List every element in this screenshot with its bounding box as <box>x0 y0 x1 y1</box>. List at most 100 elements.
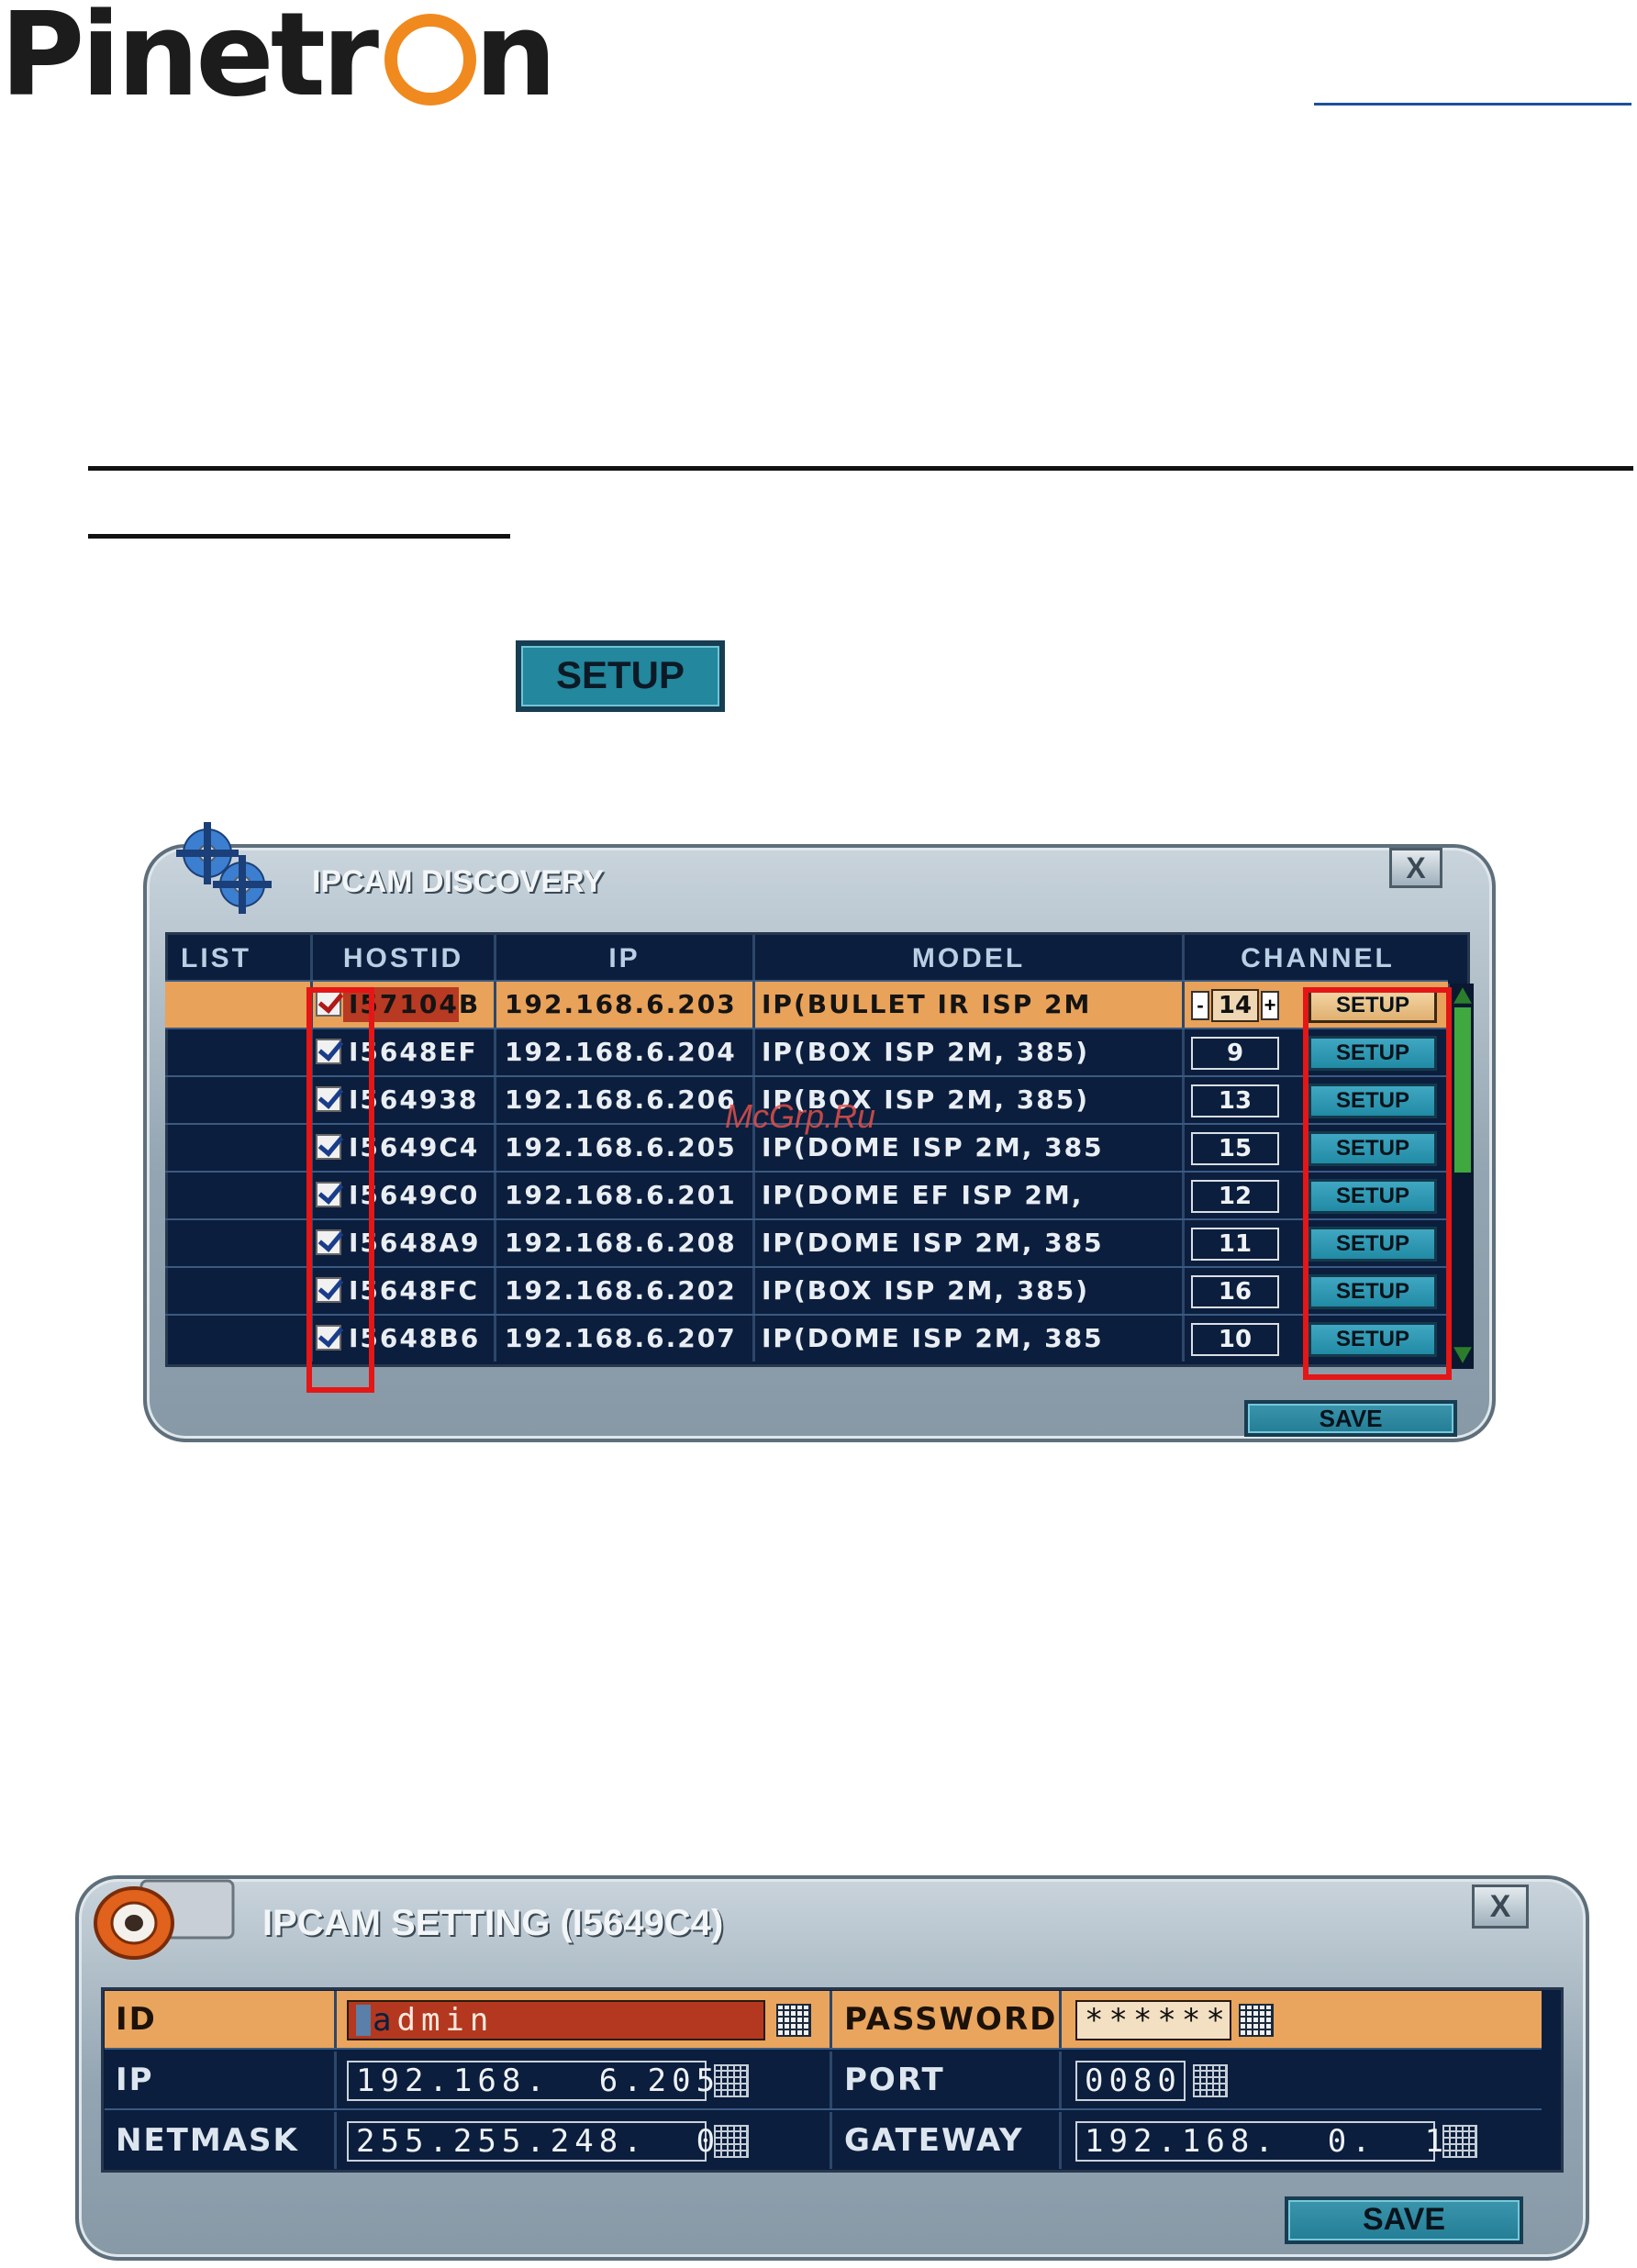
channel-field[interactable]: 12 <box>1191 1180 1279 1213</box>
id-field[interactable]: admin <box>347 2000 765 2040</box>
list-label: LIST <box>168 935 313 983</box>
checkbox[interactable] <box>316 1039 341 1064</box>
column-divider <box>1182 1220 1185 1266</box>
checkbox[interactable] <box>316 1277 341 1303</box>
row-setup-button[interactable]: SETUP <box>1308 1036 1437 1071</box>
column-divider <box>752 1173 755 1218</box>
setting-row-netmask: NETMASK 255.255.248. 0 GATEWAY 192.168. … <box>105 2112 1542 2171</box>
model-cell: IP(BOX ISP 2M, 385) <box>762 1037 1090 1067</box>
ip-label: IP <box>116 2062 154 2098</box>
text-caret <box>356 2005 371 2036</box>
channel-increment-button[interactable]: + <box>1261 991 1279 1020</box>
port-field[interactable]: 0080 <box>1075 2061 1186 2101</box>
column-divider <box>494 1268 496 1314</box>
setting-row-id: ID admin PASSWORD ****** <box>105 1991 1542 2050</box>
setup-button-sample[interactable]: SETUP <box>516 640 725 712</box>
channel-decrement-button[interactable]: - <box>1191 991 1209 1020</box>
column-divider <box>494 982 496 1028</box>
row-setup-button[interactable]: SETUP <box>1308 1131 1437 1166</box>
keyboard-icon[interactable] <box>776 2004 811 2037</box>
col-header-ip[interactable]: IP <box>496 935 755 983</box>
channel-field[interactable]: 15 <box>1191 1132 1279 1165</box>
keyboard-icon[interactable] <box>1239 2004 1274 2037</box>
keyboard-icon[interactable] <box>1442 2125 1477 2158</box>
column-divider <box>1182 1125 1185 1171</box>
checkbox[interactable] <box>316 1229 341 1255</box>
checkbox-column-highlight <box>306 987 374 1393</box>
model-cell: IP(DOME ISP 2M, 385 <box>762 1323 1104 1353</box>
header-rule <box>1314 103 1631 106</box>
ip-cell: 192.168.6.205 <box>505 1132 737 1162</box>
id-value: dmin <box>396 2002 495 2039</box>
scroll-down-icon[interactable] <box>1453 1347 1472 1363</box>
ip-cell: 192.168.6.204 <box>505 1037 737 1067</box>
column-divider <box>752 982 755 1028</box>
netmask-label: NETMASK <box>116 2122 299 2159</box>
id-first-char: a <box>373 2002 397 2039</box>
ip-cell: 192.168.6.202 <box>505 1275 737 1306</box>
password-field[interactable]: ****** <box>1075 2000 1231 2040</box>
logo-text: Pinetr <box>0 0 379 122</box>
column-divider <box>1182 1268 1185 1314</box>
discovery-title: IPCAM DISCOVERY <box>312 864 605 899</box>
col-header-channel[interactable]: CHANNEL <box>1241 943 1395 973</box>
column-divider <box>752 1125 755 1171</box>
ip-cell: 192.168.6.203 <box>505 989 737 1019</box>
setting-title: IPCAM SETTING (I5649C4) <box>262 1903 724 1943</box>
row-setup-button[interactable]: SETUP <box>1308 1322 1437 1357</box>
row-setup-button[interactable]: SETUP <box>1308 1274 1437 1309</box>
netmask-field[interactable]: 255.255.248. 0 <box>347 2121 715 2162</box>
column-divider <box>1182 1173 1185 1218</box>
logo-o-ring <box>377 5 477 106</box>
discovery-save-button[interactable]: SAVE <box>1244 1400 1457 1437</box>
col-header-model[interactable]: MODEL <box>755 935 1185 983</box>
row-setup-button[interactable]: SETUP <box>1308 1227 1437 1262</box>
discovery-close-button[interactable]: X <box>1389 848 1442 888</box>
discovery-scrollbar[interactable] <box>1448 984 1474 1369</box>
channel-field[interactable]: 9 <box>1191 1037 1279 1070</box>
column-divider <box>494 1077 496 1123</box>
camera-icon <box>94 1879 235 1960</box>
keyboard-icon[interactable] <box>1193 2064 1228 2097</box>
model-cell: IP(BOX ISP 2M, 385) <box>762 1275 1090 1306</box>
channel-field[interactable]: 13 <box>1191 1084 1279 1117</box>
column-divider <box>752 1268 755 1314</box>
channel-field[interactable]: 16 <box>1191 1275 1279 1308</box>
column-divider <box>1182 982 1185 1028</box>
col-header-hostid[interactable]: HOSTID <box>313 935 496 983</box>
checkbox[interactable] <box>316 1134 341 1160</box>
channel-field[interactable]: 14 <box>1211 989 1259 1022</box>
channel-field[interactable]: 11 <box>1191 1228 1279 1261</box>
checkbox[interactable] <box>316 1086 341 1112</box>
row-setup-button[interactable]: SETUP <box>1308 1084 1437 1118</box>
row-setup-button[interactable]: SETUP <box>1308 1179 1437 1214</box>
password-label: PASSWORD <box>844 2001 1058 2038</box>
checkbox[interactable] <box>316 1182 341 1207</box>
scroll-up-icon[interactable] <box>1453 987 1472 1004</box>
model-cell: IP(BOX ISP 2M, 385) <box>762 1084 1090 1115</box>
column-divider <box>494 1220 496 1266</box>
column-divider <box>494 1125 496 1171</box>
column-divider <box>494 1316 496 1362</box>
channel-field[interactable]: 10 <box>1191 1323 1279 1356</box>
ip-field[interactable]: 192.168. 6.205 <box>347 2061 715 2101</box>
checkbox[interactable] <box>316 1325 341 1351</box>
model-cell: IP(DOME ISP 2M, 385 <box>762 1132 1104 1162</box>
setting-save-button[interactable]: SAVE <box>1285 2196 1523 2244</box>
keyboard-icon[interactable] <box>714 2064 749 2097</box>
gateway-field[interactable]: 192.168. 0. 1 <box>1075 2121 1443 2162</box>
row-setup-button[interactable]: SETUP <box>1308 988 1437 1023</box>
setting-close-button[interactable]: X <box>1472 1884 1529 1929</box>
keyboard-icon[interactable] <box>714 2125 749 2158</box>
scroll-thumb[interactable] <box>1454 1007 1471 1173</box>
section-rule-short <box>88 534 510 539</box>
column-divider <box>752 1077 755 1123</box>
